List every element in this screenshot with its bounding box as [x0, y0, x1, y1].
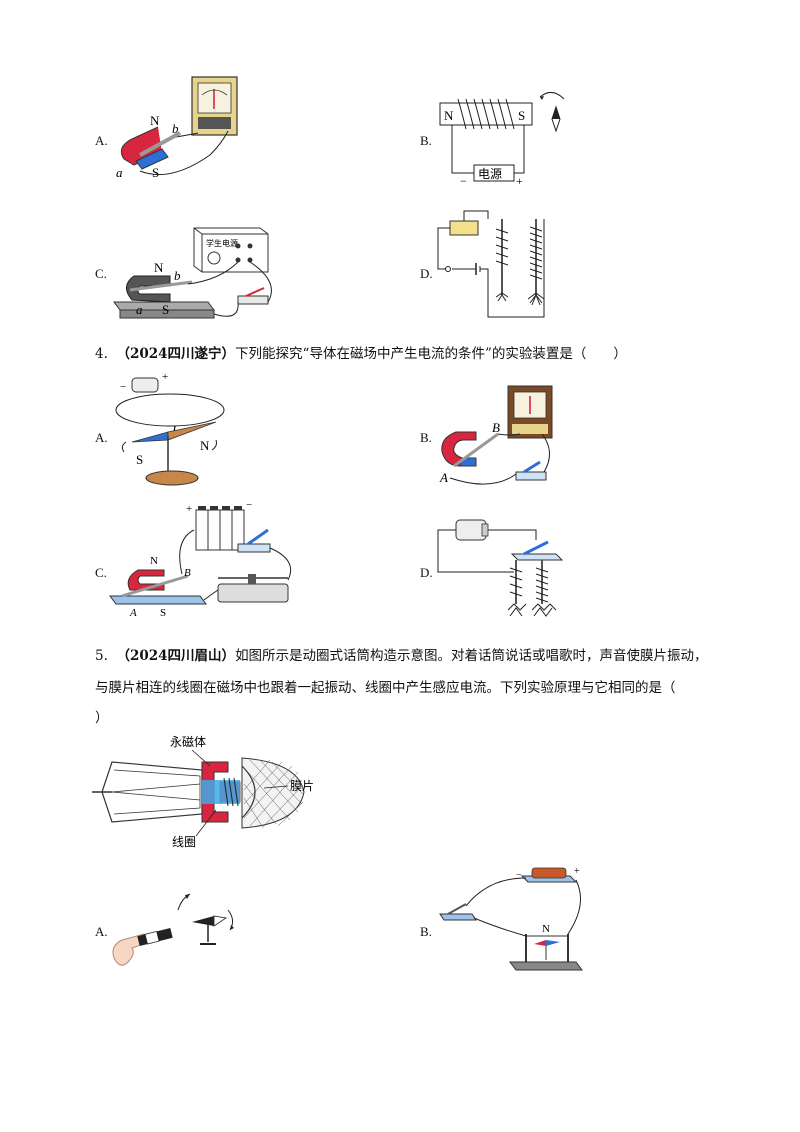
q5-option-b-figure: − + N [439, 866, 583, 971]
q3c-n-pole: N [154, 260, 164, 275]
q4c-s-pole: S [160, 607, 166, 618]
q4b-end-b: B [492, 420, 500, 435]
q3a-end-a: a [116, 165, 123, 180]
q3-option-b-label: B. [420, 133, 432, 148]
q4-option-d-figure [437, 519, 564, 617]
q5-source: （2024四川眉山） [116, 648, 236, 664]
q4c-end-a: A [129, 607, 137, 618]
q4b-end-a: A [439, 470, 448, 485]
q5-stem-line1: 5. （2024四川眉山）如图所示是动圈式话筒构造示意图。对着话筒说话或唱歌时，… [95, 646, 708, 666]
q4c-end-b: B [184, 567, 191, 579]
q3-option-a-label: A. [95, 133, 108, 148]
q4-option-b-label: B. [420, 430, 432, 445]
q4c-minus: − [246, 500, 252, 511]
q3-option-c-figure: 学生电源 N S a b [113, 227, 272, 319]
q5-stem-text-3: ） [95, 710, 109, 726]
q4-source: （2024四川遂宁） [116, 346, 236, 362]
q4a-current-label: I [171, 422, 177, 437]
q4-option-b-figure: A B [439, 385, 553, 485]
q5-magnet-label: 永磁体 [170, 734, 206, 749]
q3b-minus: − [460, 174, 467, 188]
q5b-plus: + [574, 866, 580, 877]
q5-microphone-diagram: 永磁体 膜片 线圈 [92, 734, 314, 849]
q5-stem-line2: 与膜片相连的线圈在磁场中也跟着一起振动、线圈中产生感应电流。下列实验原理与它相同… [95, 678, 676, 698]
q3c-end-b: b [174, 268, 181, 283]
q5-option-a-figure [112, 893, 234, 966]
q3a-s-pole: S [152, 165, 159, 180]
q3b-s-pole: S [518, 108, 525, 123]
q3c-s-pole: S [162, 302, 169, 317]
q3-option-d-figure [437, 210, 545, 318]
q4-option-d-label: D. [420, 565, 433, 580]
q3b-power-label: 电源 [478, 167, 502, 181]
q3-option-d-label: D. [420, 266, 433, 281]
q4a-minus: − [120, 381, 126, 393]
q4-stem: 4. （2024四川遂宁）下列能探究“导体在磁场中产生电流的条件”的实验装置是（… [95, 344, 627, 364]
q4c-plus: + [186, 503, 192, 515]
q4-stem-text: 下列能探究“导体在磁场中产生电流的条件”的实验装置是（ ） [235, 346, 627, 362]
q5-option-a-label: A. [95, 924, 108, 939]
q5-stem-text-1: 如图所示是动圈式话筒构造示意图。对着话筒说话或唱歌时，声音使膜片振动， [235, 648, 708, 664]
q5-option-b-label: B. [420, 924, 432, 939]
q5-number: 5. [95, 648, 108, 664]
q3a-end-b: b [172, 121, 179, 136]
q3-option-b-figure: N S 电源 − + [439, 92, 565, 188]
q3a-n-pole: N [150, 113, 160, 128]
q3c-supply-name: 学生电源 [206, 238, 238, 248]
q5-diaphragm-label: 膜片 [290, 779, 314, 793]
q4-option-a-label: A. [95, 430, 108, 445]
q4-option-a-figure: − + I S N [115, 371, 225, 486]
q5b-n-pole: N [542, 923, 550, 935]
q3-option-a-figure: N S a b [116, 76, 238, 180]
q5b-minus: − [516, 870, 522, 881]
q4-option-c-label: C. [95, 565, 107, 580]
q5-stem-line3: ） [95, 708, 109, 728]
q3b-n-pole: N [444, 108, 454, 123]
q3-option-c-label: C. [95, 266, 107, 281]
q5-stem-text-2: 与膜片相连的线圈在磁场中也跟着一起振动、线圈中产生感应电流。下列实验原理与它相同… [95, 680, 676, 696]
q5-coil-label: 线圈 [172, 835, 196, 849]
q4-option-c-figure: + − N S A B [109, 500, 292, 618]
q3b-plus: + [516, 174, 523, 188]
q4a-n-pole: N [200, 438, 210, 453]
q3c-end-a: a [136, 302, 143, 317]
q4c-n-pole: N [150, 555, 158, 567]
q4a-plus: + [162, 371, 168, 383]
q4-number: 4. [95, 346, 108, 362]
q4a-s-pole: S [136, 452, 143, 467]
